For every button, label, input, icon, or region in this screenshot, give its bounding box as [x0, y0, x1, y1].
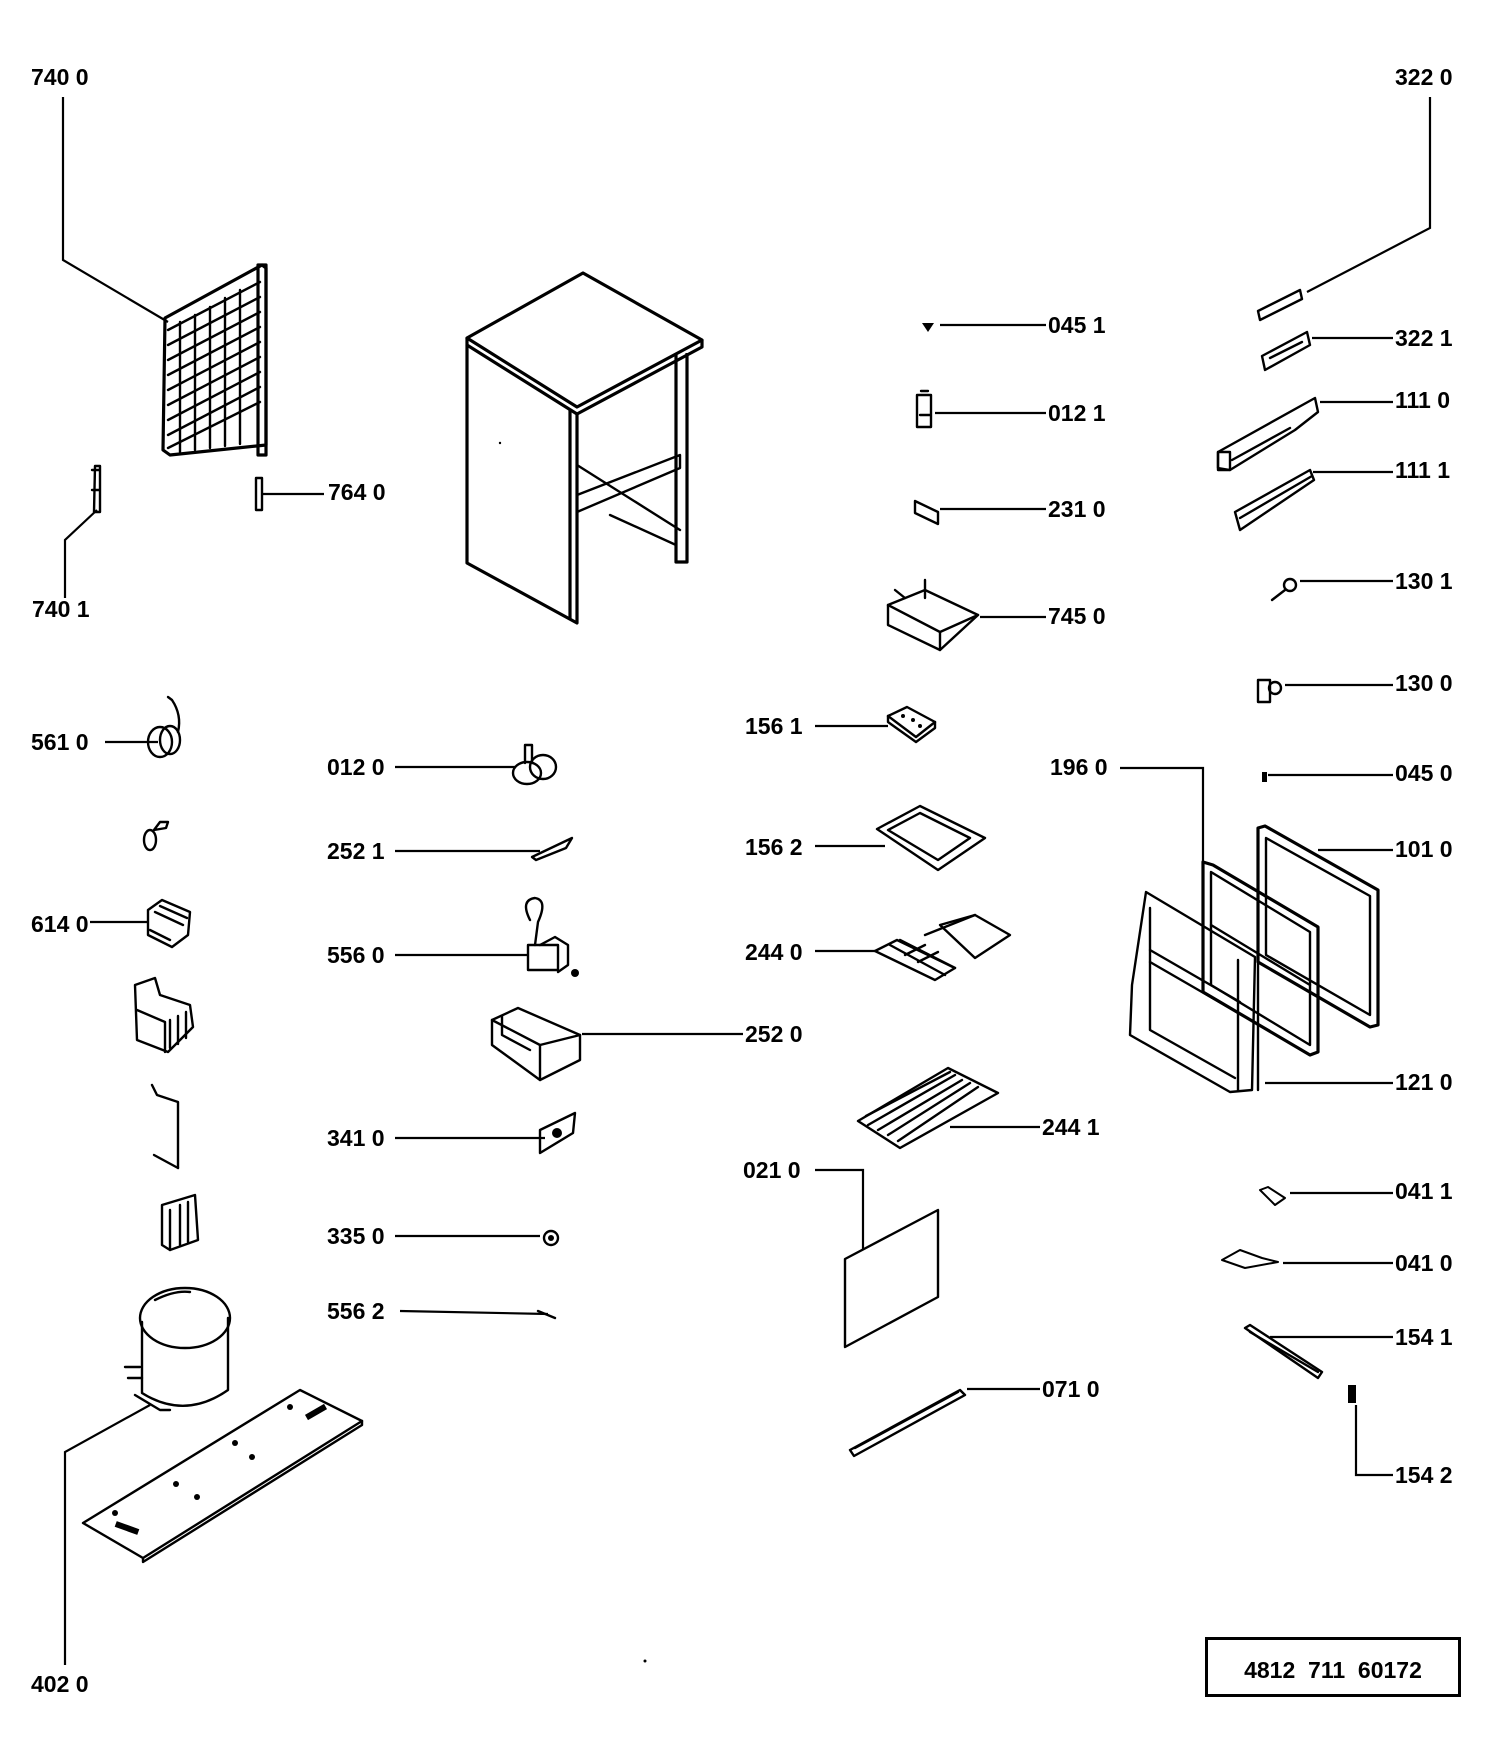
part-label: 740 0 [31, 64, 89, 90]
part-label: 071 0 [1042, 1376, 1100, 1402]
part-045-1 [922, 323, 934, 332]
part-745 [886, 578, 980, 652]
part-condenser [161, 263, 268, 457]
part-starter-box [133, 976, 195, 1054]
part-label: 111 0 [1395, 387, 1451, 413]
part-label: 244 0 [745, 939, 803, 965]
part-156-1 [886, 705, 937, 744]
part-322-1 [1260, 330, 1312, 372]
part-041-1 [1259, 1186, 1286, 1206]
part-244-1 [856, 1066, 1000, 1150]
part-label: 041 0 [1395, 1250, 1453, 1276]
part-252-0 [490, 1006, 582, 1082]
part-label: 335 0 [327, 1223, 385, 1249]
part-231 [913, 499, 940, 526]
part-wire-clip [142, 820, 170, 852]
part-label: 154 1 [1395, 1324, 1453, 1350]
part-196 [1201, 860, 1320, 1057]
part-012-0 [511, 743, 558, 786]
part-label: 121 0 [1395, 1069, 1453, 1095]
part-capacitor [160, 1193, 200, 1252]
part-335 [542, 1229, 560, 1247]
part-764 [254, 476, 264, 512]
part-740-1 [90, 464, 102, 514]
part-label: 556 0 [327, 942, 385, 968]
part-012-1 [915, 389, 933, 429]
part-label: 764 0 [328, 479, 386, 505]
part-door-121 [1128, 890, 1260, 1094]
leader-740-1 [63, 509, 98, 598]
leader-154-2 [1354, 1405, 1393, 1477]
part-label: 614 0 [31, 911, 89, 937]
part-154-2 [1348, 1385, 1356, 1403]
part-label: 012 0 [327, 754, 385, 780]
part-154-1 [1243, 1323, 1324, 1380]
part-bracket [150, 1083, 180, 1170]
part-label: 740 1 [32, 596, 90, 622]
part-label: 156 1 [745, 713, 803, 739]
part-label: 322 1 [1395, 325, 1453, 351]
part-label: 745 0 [1048, 603, 1106, 629]
part-label: 101 0 [1395, 836, 1453, 862]
part-compressor [123, 1286, 232, 1412]
part-label: 196 0 [1050, 754, 1108, 780]
part-111-0 [1216, 396, 1320, 472]
leader-402-0 [63, 1404, 151, 1665]
part-label: 156 2 [745, 834, 803, 860]
part-label: 341 0 [327, 1125, 385, 1151]
part-label: 231 0 [1048, 496, 1106, 522]
part-label: 322 0 [1395, 64, 1453, 90]
part-156-2 [875, 804, 987, 872]
part-561 [146, 695, 182, 759]
leader-lines [61, 97, 1432, 1665]
leader-556-2 [399, 1309, 549, 1316]
part-label: 561 0 [31, 729, 89, 755]
part-label: 402 0 [31, 1671, 89, 1697]
scan-marks [498, 441, 647, 1663]
part-071 [848, 1388, 967, 1458]
document-number: 4812 711 60172 [1244, 1657, 1422, 1683]
part-label: 041 1 [1395, 1178, 1453, 1204]
part-244-0 [873, 913, 1012, 982]
part-556-2 [536, 1309, 557, 1320]
part-021 [843, 1208, 940, 1349]
leader-021-0 [815, 1168, 865, 1250]
leader-740-0 [61, 97, 169, 323]
part-111-1 [1233, 468, 1316, 532]
part-556-0 [524, 896, 579, 977]
part-label: 244 1 [1042, 1114, 1100, 1140]
part-label: 045 1 [1048, 312, 1106, 338]
part-label: 556 2 [327, 1298, 385, 1324]
part-label: 012 1 [1048, 400, 1106, 426]
part-label: 130 1 [1395, 568, 1453, 594]
part-041-0 [1221, 1249, 1279, 1269]
part-label: 045 0 [1395, 760, 1453, 786]
part-130-0 [1256, 678, 1283, 704]
part-614 [146, 898, 192, 949]
part-label: 252 0 [745, 1021, 803, 1047]
leader-322-0 [1306, 97, 1432, 293]
part-base-plate [81, 1388, 364, 1564]
document-number-box: 4812 711 60172 [1205, 1637, 1461, 1697]
part-045-0 [1262, 772, 1267, 782]
part-341 [538, 1111, 577, 1155]
cabinet [465, 271, 704, 625]
part-252-1 [530, 836, 574, 862]
part-label: 154 2 [1395, 1462, 1453, 1488]
part-label: 111 1 [1395, 457, 1451, 483]
leader-196-0 [1120, 766, 1205, 865]
part-130-1 [1270, 577, 1298, 602]
part-322-0 [1256, 288, 1304, 322]
part-label: 130 0 [1395, 670, 1453, 696]
part-label: 252 1 [327, 838, 385, 864]
part-label: 021 0 [743, 1157, 801, 1183]
